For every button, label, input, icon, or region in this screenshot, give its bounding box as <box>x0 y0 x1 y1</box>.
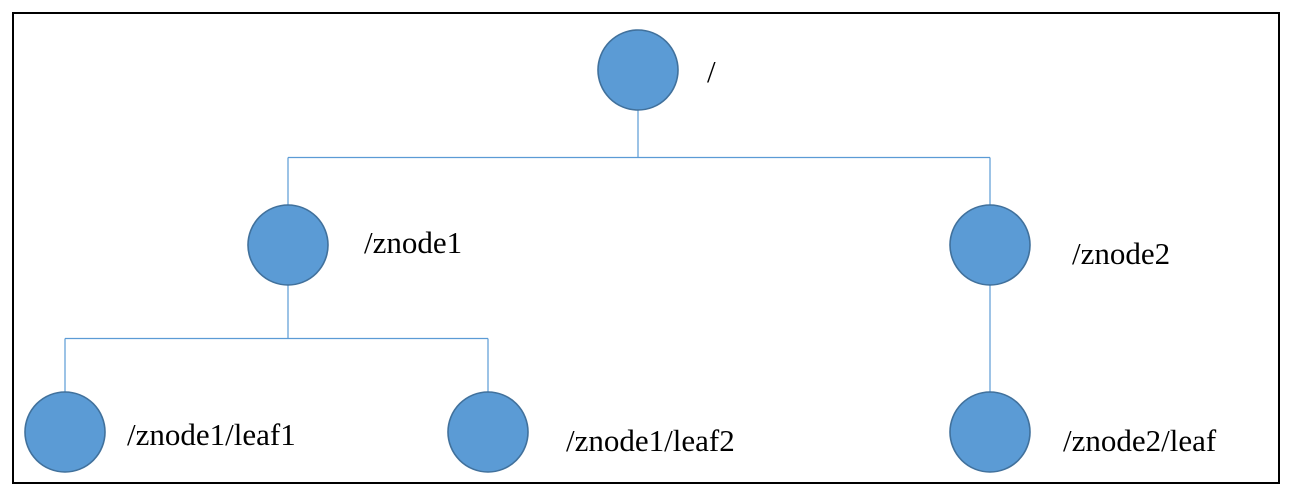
node-znode1-leaf2: /znode1/leaf2 <box>447 391 735 473</box>
node-znode2-leaf-label: /znode2/leaf <box>1063 423 1217 458</box>
tree-edges <box>64 110 991 392</box>
node-root-circle <box>597 29 679 111</box>
diagram-frame <box>12 12 1280 484</box>
tree-nodes: / /znode1 /znode2 /znode1/leaf1 /znode1/… <box>24 29 1217 473</box>
node-znode1-label: /znode1 <box>364 225 462 260</box>
node-znode1: /znode1 <box>247 204 462 286</box>
node-znode1-leaf2-circle <box>447 391 529 473</box>
node-znode2: /znode2 <box>949 204 1170 286</box>
node-znode2-circle <box>949 204 1031 286</box>
node-znode2-label: /znode2 <box>1072 236 1170 271</box>
node-znode1-leaf2-label: /znode1/leaf2 <box>566 423 735 458</box>
edge-root-children <box>287 110 991 205</box>
node-znode1-circle <box>247 204 329 286</box>
edge-znode1-children <box>64 285 489 392</box>
node-root: / <box>597 29 716 111</box>
node-znode1-leaf1-circle <box>24 391 106 473</box>
node-znode1-leaf1-label: /znode1/leaf1 <box>127 417 296 452</box>
node-znode1-leaf1: /znode1/leaf1 <box>24 391 296 473</box>
node-root-label: / <box>707 54 716 89</box>
node-znode2-leaf: /znode2/leaf <box>949 391 1217 473</box>
node-znode2-leaf-circle <box>949 391 1031 473</box>
